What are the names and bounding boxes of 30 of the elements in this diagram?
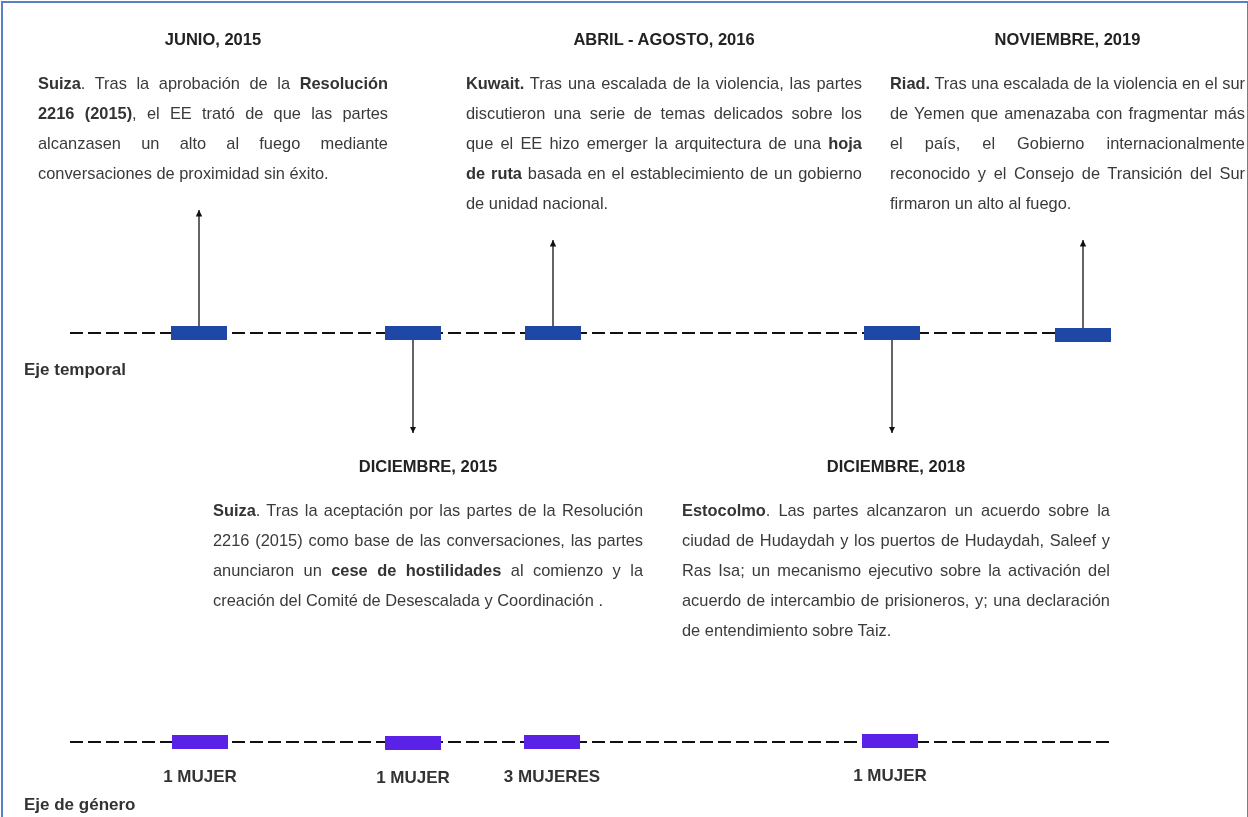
event-description: Suiza. Tras la aprobación de la Resolución 2216 (2015), el EE trató de que las partes alcanzasen un alto al fuego mediante conversaciones de proximidad sin éxito. (38, 73, 388, 184)
event-description: Riad. Tras una escalada de la violencia en el sur de Yemen que amenazaba con fragmentar más el país, el Gobierno internacionalmente reconocido y el Consejo de Transición del Sur firmaron un alto al fuego. (890, 73, 1245, 214)
event-description: Kuwait. Tras una escalada de la violencia, las partes discutieron una serie de temas delicados sobre los que el EE hizo emerger la arquitectura de una hoja de ruta basada en el establecimiento de un gobierno de unidad nacional. (466, 73, 862, 214)
arrow (195, 209, 203, 327)
count-label: 1 MUJER (376, 768, 450, 788)
count-label: 1 MUJER (163, 767, 237, 787)
arrow (1079, 239, 1087, 329)
timeline-marker (525, 326, 581, 340)
timeline-marker (1055, 328, 1111, 342)
event-date: DICIEMBRE, 2018 (825, 456, 967, 477)
timeline-marker (385, 736, 441, 750)
timeline-marker (524, 735, 580, 749)
timeline-marker (172, 735, 228, 749)
timeline-marker (864, 326, 920, 340)
arrow (409, 339, 417, 434)
event-date: JUNIO, 2015 (163, 29, 263, 50)
axis-label: Eje temporal (24, 360, 127, 380)
event-date: NOVIEMBRE, 2019 (993, 29, 1142, 50)
count-label: 1 MUJER (853, 766, 927, 786)
event-date: ABRIL - AGOSTO, 2016 (572, 29, 756, 50)
event-date: DICIEMBRE, 2015 (357, 456, 499, 477)
arrow (888, 339, 896, 434)
axis-label: Eje de género (24, 795, 136, 815)
timeline-marker (385, 326, 441, 340)
event-description: Estocolmo. Las partes alcanzaron un acuerdo sobre la ciudad de Hudaydah y los puertos de Hudaydah, Saleef y Ras Isa; un mecanismo ejecutivo sobre la activación del acuerdo de intercambio de prisioneros, y; una declaración de entendimiento sobre Taiz. (682, 500, 1110, 641)
count-label: 3 MUJERES (503, 767, 601, 787)
timeline-marker (171, 326, 227, 340)
arrow (549, 239, 557, 327)
event-description: Suiza. Tras la aceptación por las partes de la Resolución 2216 (2015) como base de las conversaciones, las partes anunciaron un cese de hostilidades al comienzo y la creación del Comité de Desescalada y Coordinación . (213, 500, 643, 611)
timeline-marker (862, 734, 918, 748)
